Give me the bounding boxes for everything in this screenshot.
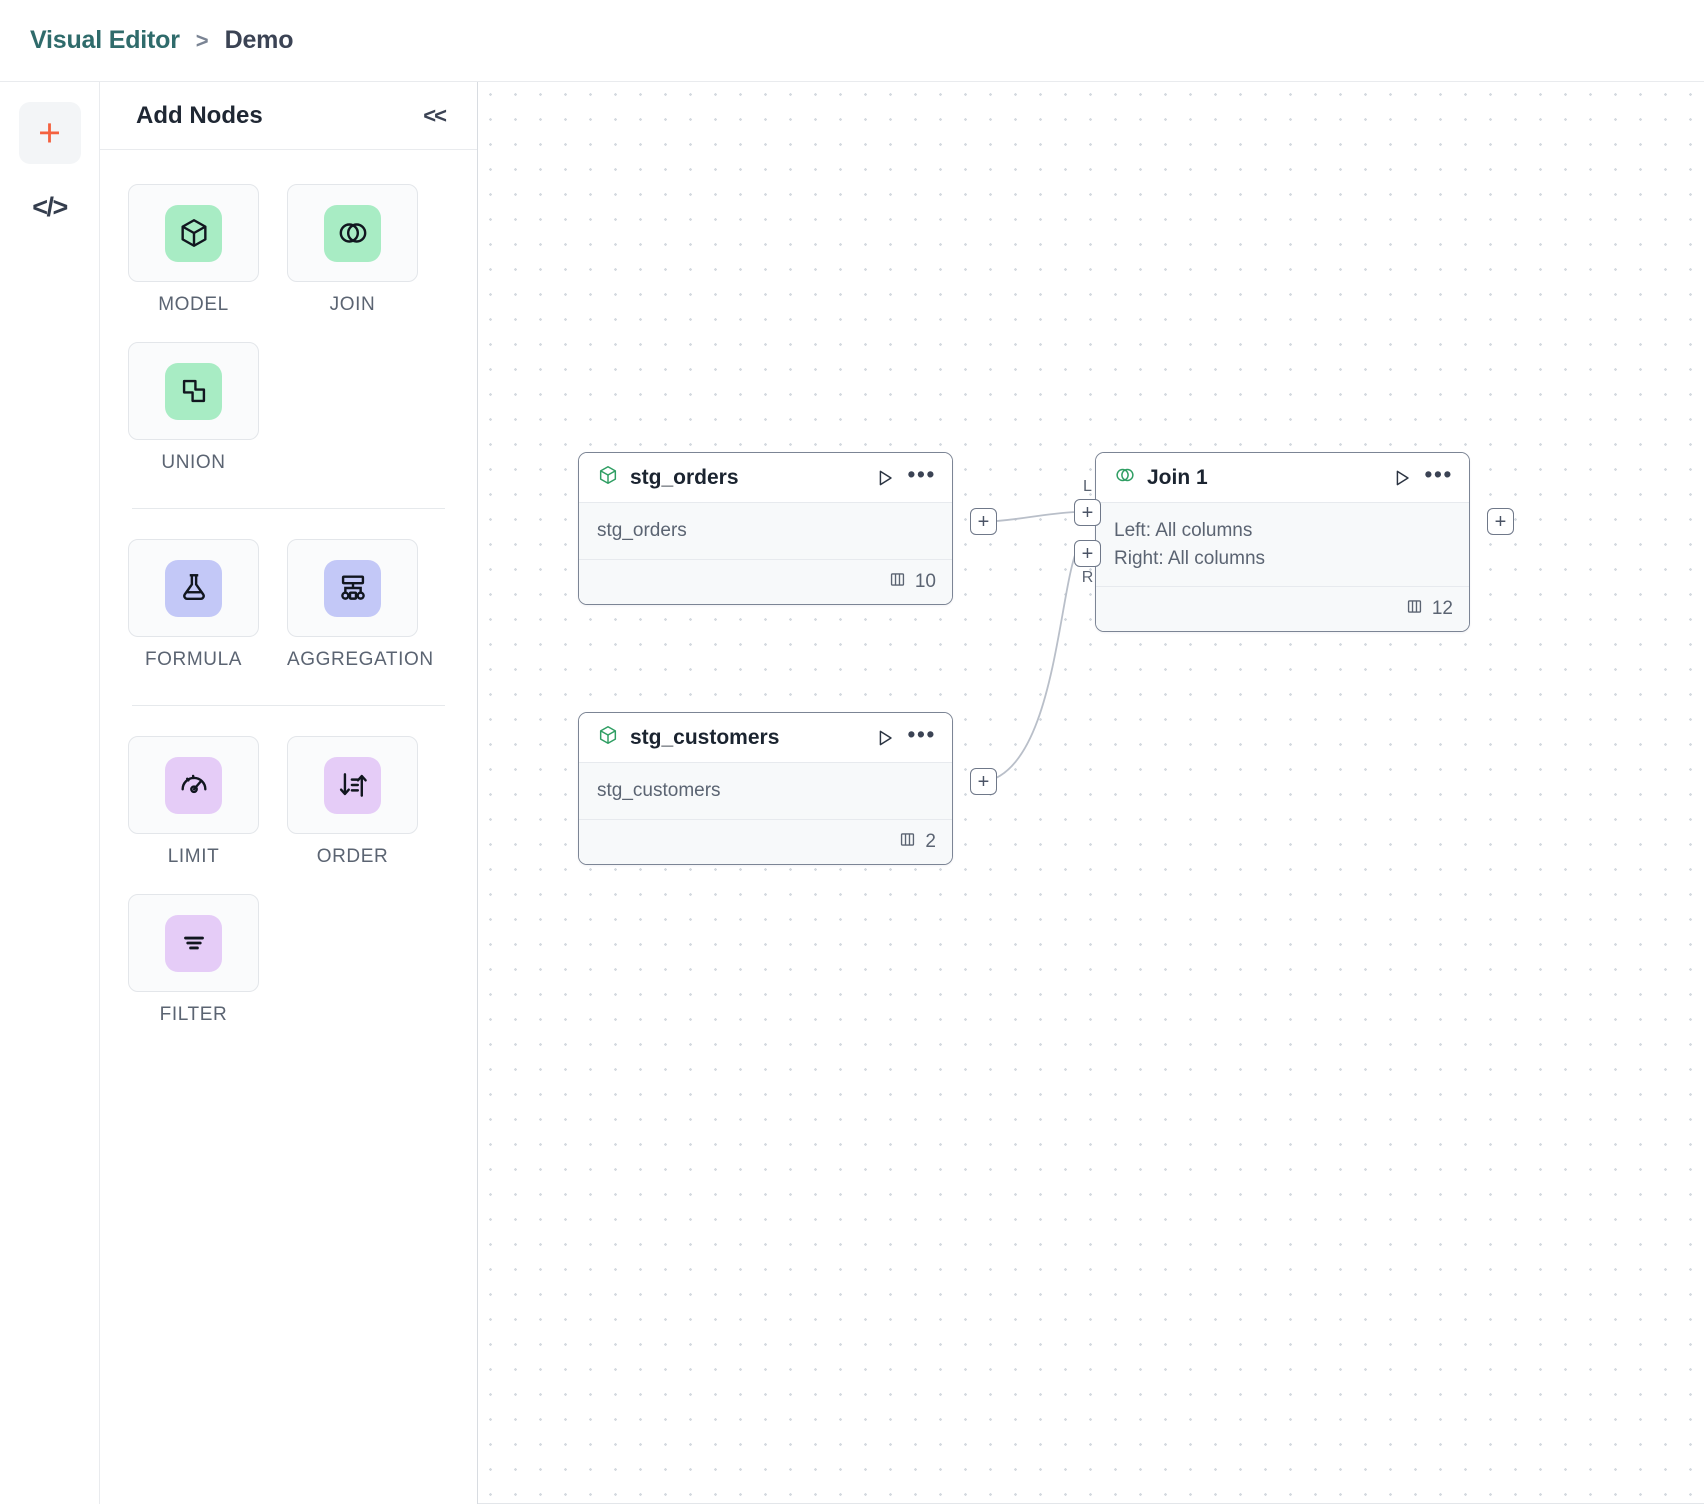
play-icon[interactable] — [874, 467, 896, 489]
palette-divider — [132, 508, 445, 509]
app-header: Visual Editor > Demo — [0, 0, 1704, 82]
port-label-left: L — [1083, 478, 1092, 495]
more-options-icon[interactable]: ••• — [907, 460, 936, 487]
palette-label: AGGREGATION — [287, 649, 434, 670]
node-body-line: stg_customers — [597, 780, 721, 801]
node-footer: 10 — [579, 559, 952, 604]
play-icon[interactable] — [874, 727, 896, 749]
output-port-stg-customers[interactable]: + — [970, 768, 997, 795]
breadcrumb-separator: > — [195, 27, 209, 53]
panel-title: Add Nodes — [136, 101, 263, 129]
palette-label: MODEL — [158, 294, 229, 315]
icon-rail: + </> — [0, 82, 100, 1504]
node-footer: 12 — [1096, 587, 1469, 632]
breadcrumb-root[interactable]: Visual Editor — [30, 26, 180, 54]
cube-icon — [597, 724, 619, 751]
union-shapes-icon — [165, 362, 222, 420]
play-icon[interactable] — [1391, 467, 1413, 489]
node-title: stg_customers — [630, 725, 780, 749]
palette-label: FORMULA — [144, 649, 243, 670]
column-count: 2 — [925, 830, 936, 852]
node-header: stg_orders ••• — [579, 453, 952, 503]
add-nodes-header: Add Nodes << — [100, 82, 477, 150]
add-nodes-list: MODEL JOIN — [100, 150, 477, 1504]
node-body: Left: All columns Right: All columns — [1096, 503, 1469, 588]
node-group-refine: LIMIT ORDER — [128, 736, 449, 1052]
flask-icon — [165, 559, 222, 617]
node-body-line-right: Right: All columns — [1114, 547, 1266, 569]
node-join-1[interactable]: Join 1 ••• Left: All columns Right: All … — [1095, 452, 1470, 633]
palette-item-formula[interactable]: FORMULA — [128, 539, 259, 671]
plus-icon: + — [38, 111, 61, 155]
node-group-transforms: FORMULA AGGREGATION — [128, 539, 449, 697]
palette-item-limit[interactable]: LIMIT — [128, 736, 259, 868]
breadcrumb-leaf[interactable]: Demo — [224, 26, 294, 54]
palette-label: ORDER — [316, 846, 389, 867]
palette-item-order[interactable]: ORDER — [287, 736, 418, 868]
node-body: stg_customers — [579, 763, 952, 820]
node-footer: 2 — [579, 819, 952, 864]
gauge-icon — [165, 756, 222, 814]
input-port-join-right[interactable]: + — [1074, 540, 1101, 567]
filter-lines-icon — [165, 914, 222, 972]
node-stg-customers[interactable]: stg_customers ••• stg_customers — [578, 712, 953, 865]
code-view-rail-button[interactable]: </> — [19, 176, 81, 238]
node-header: stg_customers ••• — [579, 713, 952, 763]
palette-item-filter[interactable]: FILTER — [128, 894, 259, 1026]
column-count: 10 — [914, 570, 936, 592]
node-body-line: stg_orders — [597, 520, 687, 541]
main-layout: + </> Add Nodes << — [0, 82, 1704, 1504]
join-circles-icon — [1114, 464, 1136, 491]
node-title: stg_orders — [630, 465, 739, 489]
join-circles-icon — [324, 204, 381, 262]
code-icon: </> — [32, 191, 68, 222]
node-stg-orders[interactable]: stg_orders ••• stg_orders 10 — [578, 452, 953, 605]
node-header: Join 1 ••• — [1096, 453, 1469, 503]
node-body: stg_orders — [579, 503, 952, 560]
more-options-icon[interactable]: ••• — [907, 720, 936, 747]
columns-icon — [888, 570, 907, 594]
palette-item-union[interactable]: UNION — [128, 342, 259, 474]
node-body-line-left: Left: All columns — [1114, 520, 1253, 541]
flow-canvas[interactable]: stg_orders ••• stg_orders 10 — [478, 82, 1704, 1504]
cube-icon — [597, 464, 619, 491]
output-port-stg-orders[interactable]: + — [970, 508, 997, 535]
sort-arrows-icon — [324, 756, 381, 814]
input-port-join-left[interactable]: + — [1074, 499, 1101, 526]
output-port-join-1[interactable]: + — [1487, 508, 1514, 535]
palette-label: JOIN — [329, 294, 376, 315]
add-node-rail-button[interactable]: + — [18, 102, 81, 164]
columns-icon — [1405, 597, 1424, 621]
node-group-sources: MODEL JOIN — [128, 184, 449, 500]
palette-item-aggregation[interactable]: AGGREGATION — [287, 539, 434, 671]
columns-icon — [898, 830, 917, 854]
port-label-right: R — [1081, 569, 1094, 586]
node-title: Join 1 — [1147, 465, 1208, 489]
collapse-panel-icon[interactable]: << — [423, 102, 447, 128]
palette-item-join[interactable]: JOIN — [287, 184, 418, 316]
more-options-icon[interactable]: ••• — [1424, 460, 1453, 487]
hierarchy-icon — [324, 559, 381, 617]
palette-divider — [132, 705, 445, 706]
column-count: 12 — [1431, 598, 1453, 620]
add-nodes-panel: Add Nodes << MODEL — [100, 82, 478, 1504]
palette-label: LIMIT — [167, 846, 220, 867]
edge-customers-to-join-right — [982, 551, 1077, 783]
palette-item-model[interactable]: MODEL — [128, 184, 259, 316]
palette-label: UNION — [161, 452, 226, 473]
palette-label: FILTER — [159, 1004, 228, 1025]
cube-icon — [165, 204, 222, 262]
